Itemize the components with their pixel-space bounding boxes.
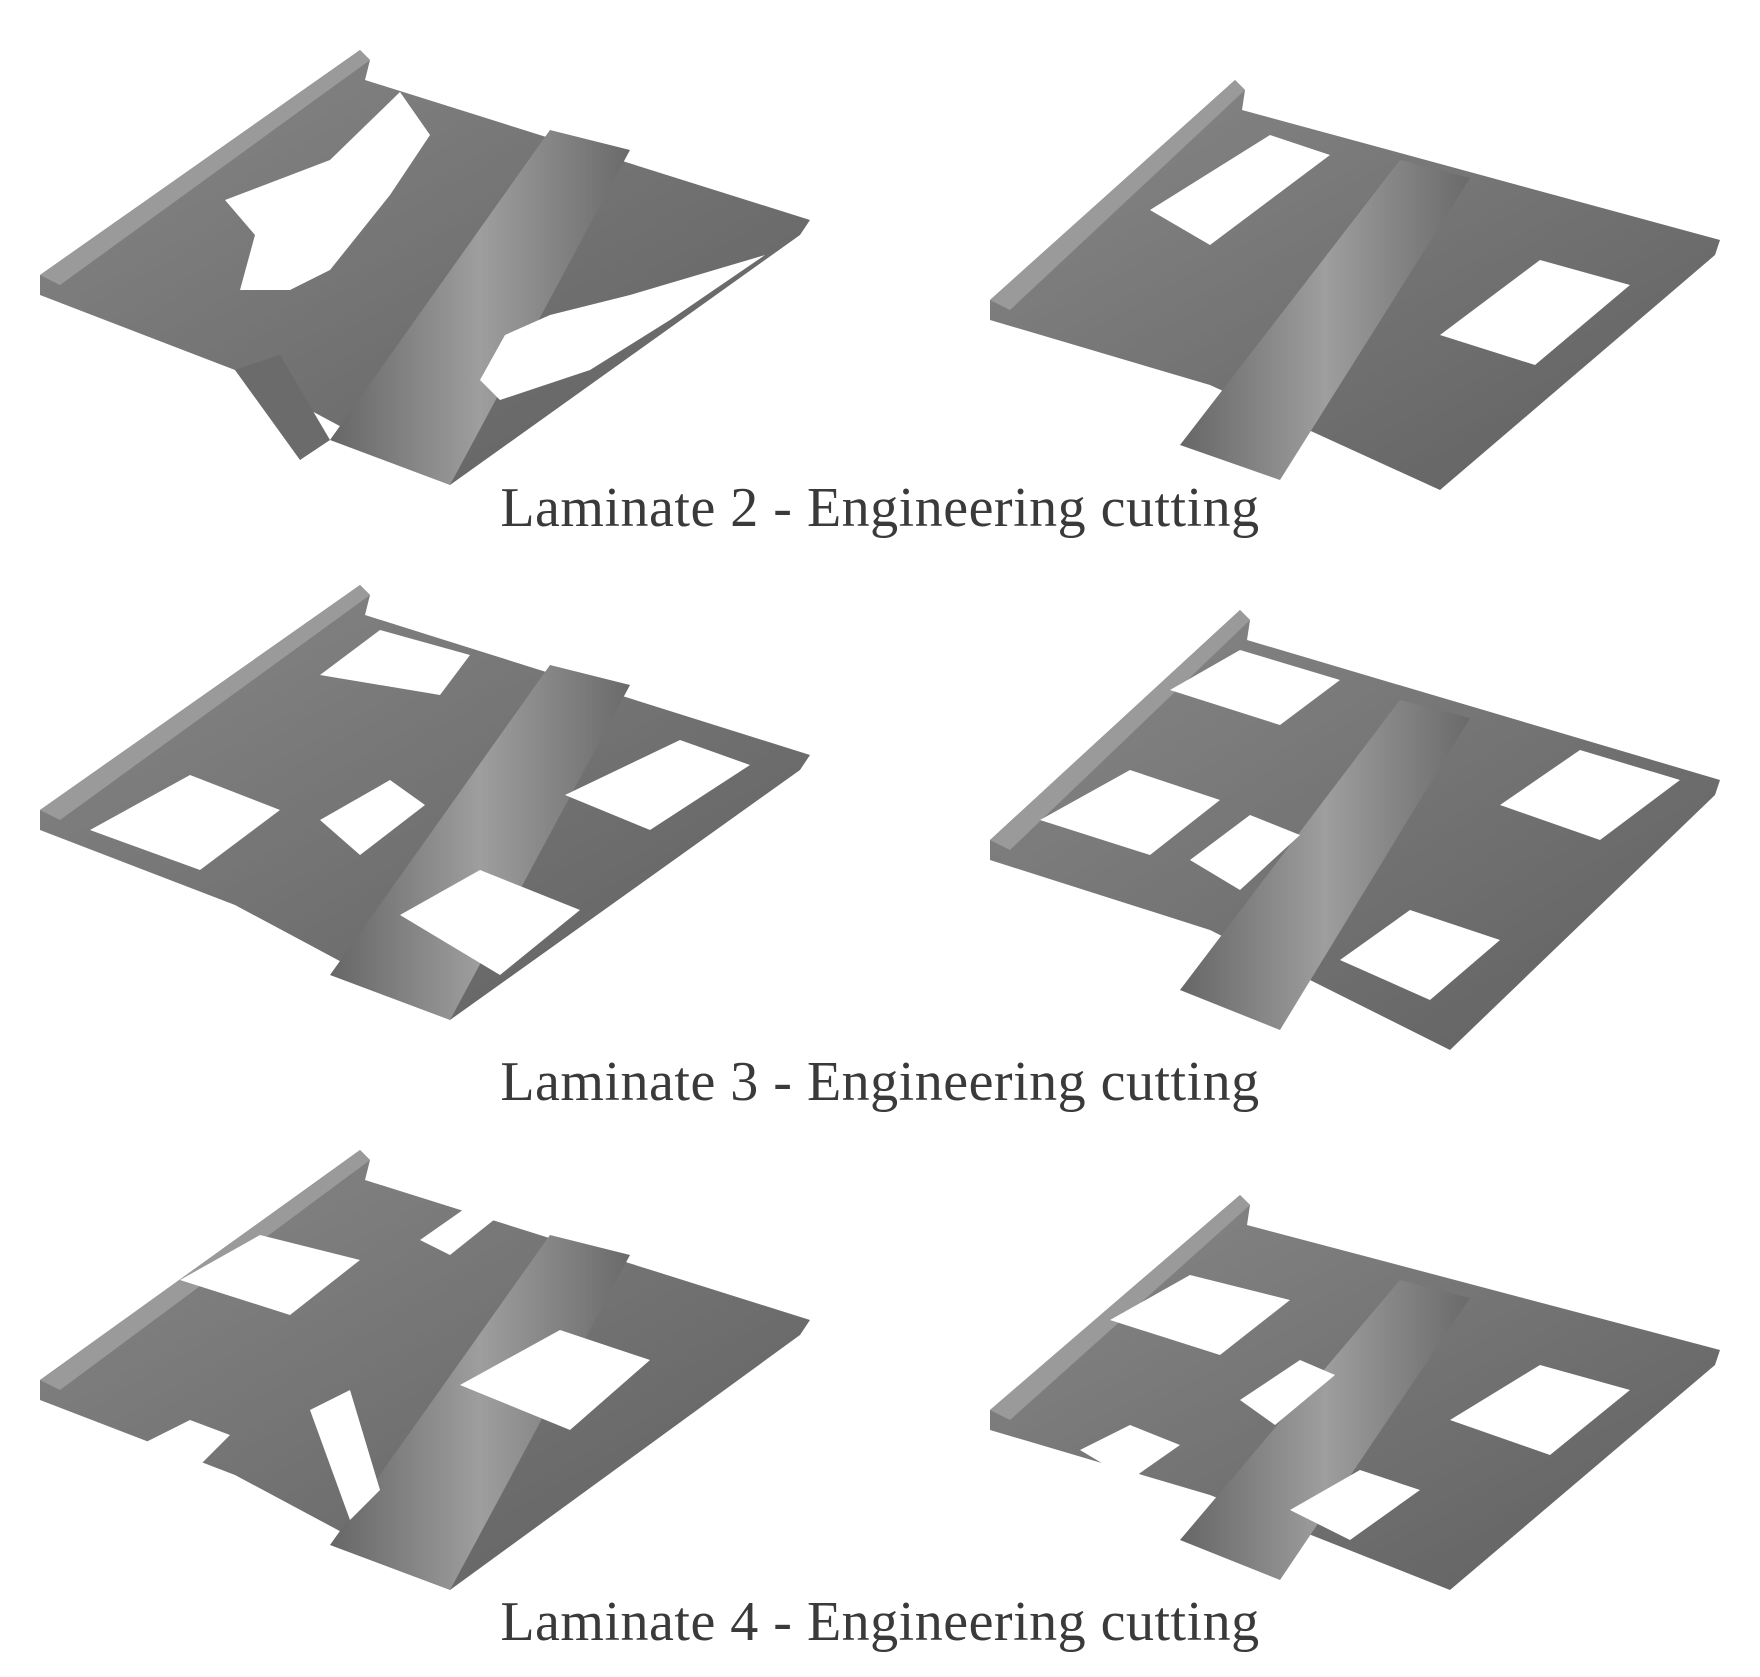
caption-laminate-4: Laminate 4 - Engineering cutting [500, 1591, 1260, 1653]
laminate-2-right-part [980, 60, 1740, 500]
laminate-3-left-part [30, 565, 820, 1035]
caption-laminate-2: Laminate 2 - Engineering cutting [500, 477, 1260, 539]
laminate-2-left-part [30, 20, 820, 490]
laminate-3-right-part [980, 590, 1740, 1060]
laminate-4-left-part [30, 1130, 820, 1600]
laminate-4-right-part [980, 1180, 1740, 1600]
caption-laminate-3: Laminate 3 - Engineering cutting [500, 1051, 1260, 1113]
